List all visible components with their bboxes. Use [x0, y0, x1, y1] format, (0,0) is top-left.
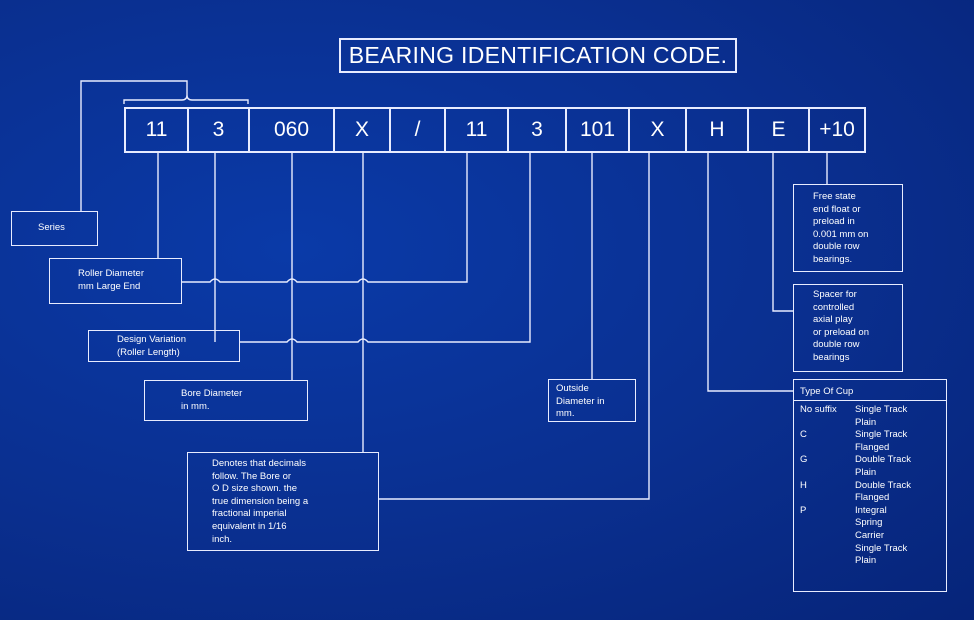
roller-diameter-connector — [157, 153, 468, 283]
cup-desc-line: Single Track — [855, 404, 908, 415]
code-cell: X — [630, 109, 687, 151]
free-state-line: bearings. — [813, 253, 853, 265]
code-cell: H — [687, 109, 749, 151]
list-item: H Double Track Flanged — [800, 480, 946, 505]
decimals-connector — [362, 153, 650, 500]
code-cell: / — [391, 109, 446, 151]
code-cell: 060 — [250, 109, 335, 151]
bore-diameter-line: in mm. — [181, 400, 210, 412]
cup-desc-line: Plain — [855, 466, 877, 478]
cup-desc-line: Double Track — [855, 454, 911, 466]
roller-diameter-box: Roller Diameter mm Large End — [49, 258, 182, 304]
roller-diameter-line: Roller Diameter — [78, 268, 144, 279]
cup-desc-line: Single Track — [855, 542, 908, 554]
design-variation-connector — [214, 153, 531, 343]
cup-desc-line: Spring — [855, 517, 883, 529]
bore-diameter-line: Bore Diameter — [181, 388, 243, 399]
decimals-line: Denotes that decimals — [212, 458, 306, 469]
page-title: BEARING IDENTIFICATION CODE. — [339, 38, 737, 73]
outside-diameter-box: Outside Diameter in mm. — [548, 379, 636, 422]
decimals-line: fractional imperial — [212, 508, 287, 520]
cup-desc-line: Flanged — [855, 441, 890, 453]
spacer-line: bearings — [813, 351, 850, 363]
free-state-line: Free state — [813, 191, 856, 202]
cup-desc-line: Integral — [855, 504, 887, 516]
decimals-line: inch. — [212, 533, 233, 545]
cup-code: No suffix — [800, 404, 837, 415]
cup-type-connector — [707, 153, 793, 392]
design-variation-line: Design Variation — [117, 334, 187, 345]
decimals-line: O D size shown. the — [212, 483, 298, 495]
series-bracket — [123, 94, 249, 104]
free-state-line: preload in — [813, 216, 855, 228]
spacer-line: axial play — [813, 314, 853, 326]
spacer-connector — [772, 153, 793, 312]
code-row: 11 3 060 X / 11 3 101 X H E +10 — [124, 107, 866, 153]
list-item: G Double Track Plain — [800, 454, 946, 479]
spacer-box: Spacer for controlled axial play or prel… — [793, 284, 903, 372]
free-state-line: double row — [813, 241, 860, 253]
cup-type-box: Type Of Cup No suffix Single Track Plain… — [793, 379, 947, 592]
roller-diameter-line: mm Large End — [78, 280, 141, 292]
spacer-line: or preload on — [813, 326, 869, 338]
cup-type-heading: Type Of Cup — [794, 380, 946, 401]
list-item: No suffix Single Track Plain — [800, 404, 946, 429]
spacer-line: Spacer for — [813, 289, 857, 300]
cup-desc-line: Double Track — [855, 479, 911, 491]
cup-code: H — [800, 479, 807, 491]
code-cell: 3 — [189, 109, 250, 151]
free-state-box: Free state end float or preload in 0.001… — [793, 184, 903, 272]
cup-code: P — [800, 504, 807, 516]
code-cell: 101 — [567, 109, 630, 151]
cup-desc-line: Carrier — [855, 529, 885, 541]
decimals-line: equivalent in 1/16 — [212, 520, 287, 532]
cup-code: G — [800, 454, 808, 466]
free-state-line: end float or — [813, 203, 861, 215]
bore-diameter-box: Bore Diameter in mm. — [144, 380, 308, 421]
list-item: P Integral Spring Carrier Single Track P… — [800, 505, 946, 568]
cup-desc-line: Single Track — [855, 429, 908, 441]
decimals-box: Denotes that decimals follow. The Bore o… — [187, 452, 379, 551]
outside-diameter-line: mm. — [556, 408, 575, 420]
code-cell: 11 — [126, 109, 189, 151]
cup-desc-line: Plain — [855, 416, 877, 428]
cup-desc-line: Plain — [855, 555, 877, 567]
code-cell: E — [749, 109, 810, 151]
series-label: Series — [38, 222, 65, 234]
code-cell: 11 — [446, 109, 509, 151]
outside-diameter-line: Diameter in — [556, 395, 605, 407]
cup-type-list: No suffix Single Track Plain C Single Tr… — [794, 401, 946, 568]
code-cell: X — [335, 109, 391, 151]
design-variation-box: Design Variation (Roller Length) — [88, 330, 240, 362]
list-item: C Single Track Flanged — [800, 429, 946, 454]
cup-code: C — [800, 429, 807, 441]
design-variation-line: (Roller Length) — [117, 346, 180, 358]
decimals-line: true dimension being a — [212, 495, 309, 507]
decimals-line: follow. The Bore or — [212, 470, 292, 482]
code-cell: +10 — [819, 118, 855, 141]
series-connector — [80, 80, 188, 211]
free-state-line: 0.001 mm on — [813, 228, 869, 240]
series-label-box: Series — [11, 211, 98, 246]
cup-desc-line: Flanged — [855, 492, 890, 504]
spacer-line: double row — [813, 339, 860, 351]
code-cell: 3 — [509, 109, 567, 151]
spacer-line: controlled — [813, 301, 855, 313]
outside-diameter-line: Outside — [556, 383, 589, 394]
